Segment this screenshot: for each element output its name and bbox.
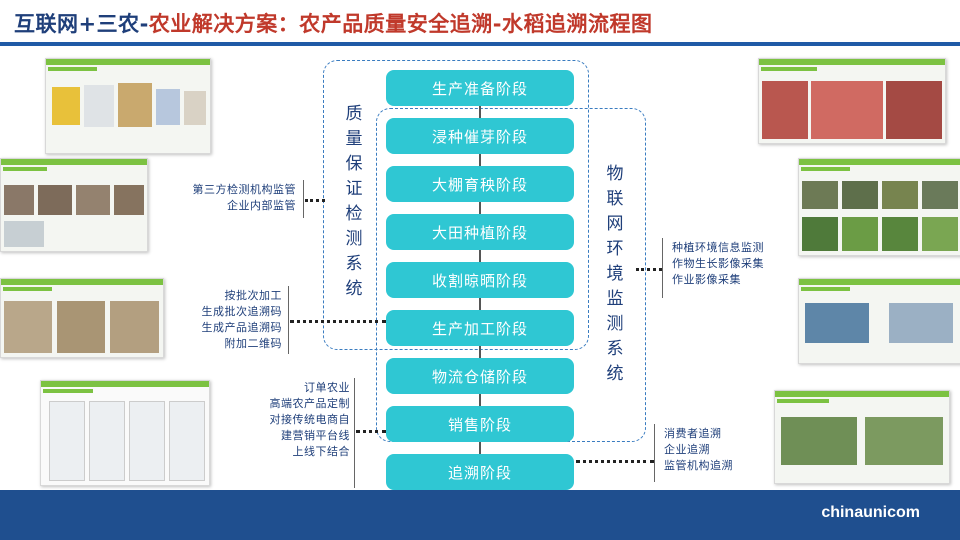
annotation-monitoring-line2: 企业内部监管 [168,198,296,214]
annotation-env-line2: 作物生长影像采集 [672,256,792,272]
annotation-env-line1: 种植环境信息监测 [672,240,792,256]
annotation-processing: 按批次加工 生成批次追溯码 生成产品追溯码 附加二维码 [176,288,282,352]
annotation-sales-line2: 高端农产品定制 [232,396,350,412]
footer-bar: chinaunicom [0,490,960,540]
annotation-processing-line4: 附加二维码 [176,336,282,352]
screenshot-field-monitoring [774,390,950,484]
screenshot-field-soil [0,158,148,252]
env-bracket [662,238,663,298]
stage-processing[interactable]: 生产加工阶段 [386,310,574,346]
annotation-trace-line2: 企业追溯 [664,442,764,458]
stage-field-planting[interactable]: 大田种植阶段 [386,214,574,250]
brand-logo-text: chinaunicom [821,504,920,522]
monitoring-bracket [303,180,304,218]
title-part2: 农业解决方案：农产品质量安全追溯-水稻追溯流程图 [149,12,653,36]
screenshot-test-reports [40,380,210,486]
annotation-trace-line3: 监管机构追溯 [664,458,764,474]
stage-harvest-drying[interactable]: 收割晾晒阶段 [386,262,574,298]
annotation-sales-line3: 对接传统电商自 [232,412,350,428]
screenshot-harvest-machinery [798,278,960,364]
annotation-sales-line4: 建营销平台线 [232,428,350,444]
annotation-env-line3: 作业影像采集 [672,272,792,288]
quality-system-label: 质量保证检测系统 [343,102,365,302]
annotation-trace: 消费者追溯 企业追溯 监管机构追溯 [664,426,764,474]
monitoring-connector [305,199,325,202]
annotation-processing-line3: 生成产品追溯码 [176,320,282,336]
processing-connector [290,320,386,323]
stage-logistics-storage[interactable]: 物流仓储阶段 [386,358,574,394]
screenshot-seed-bags [45,58,211,154]
annotation-monitoring-line1: 第三方检测机构监管 [168,182,296,198]
stage-greenhouse-seedling[interactable]: 大棚育秧阶段 [386,166,574,202]
annotation-trace-line1: 消费者追溯 [664,426,764,442]
env-connector [636,268,662,271]
stage-seed-soaking[interactable]: 浸种催芽阶段 [386,118,574,154]
annotation-monitoring: 第三方检测机构监管 企业内部监管 [168,182,296,214]
annotation-sales-line1: 订单农业 [232,380,350,396]
sales-connector [356,430,386,433]
annotation-processing-line2: 生成批次追溯码 [176,304,282,320]
annotation-sales-line5: 上线下结合 [232,444,350,460]
iot-system-label: 物联网环境监测系统 [604,162,626,387]
screenshot-paddy-fields [798,158,960,256]
sales-bracket [354,378,355,488]
stage-production-prep[interactable]: 生产准备阶段 [386,70,574,106]
annotation-sales: 订单农业 高端农产品定制 对接传统电商自 建营销平台线 上线下结合 [232,380,350,460]
screenshot-greenhouse-trays [758,58,946,144]
page-title: 互联网+三农-农业解决方案：农产品质量安全追溯-水稻追溯流程图 [14,8,653,38]
trace-bracket [654,424,655,482]
stage-traceability[interactable]: 追溯阶段 [386,454,574,490]
stage-sales[interactable]: 销售阶段 [386,406,574,442]
title-part1: 互联网+三农- [14,12,149,36]
processing-bracket [288,286,289,354]
title-underline [0,42,960,46]
screenshot-grain-drying [0,278,164,358]
trace-connector [576,460,654,463]
annotation-env: 种植环境信息监测 作物生长影像采集 作业影像采集 [672,240,792,288]
annotation-processing-line1: 按批次加工 [176,288,282,304]
